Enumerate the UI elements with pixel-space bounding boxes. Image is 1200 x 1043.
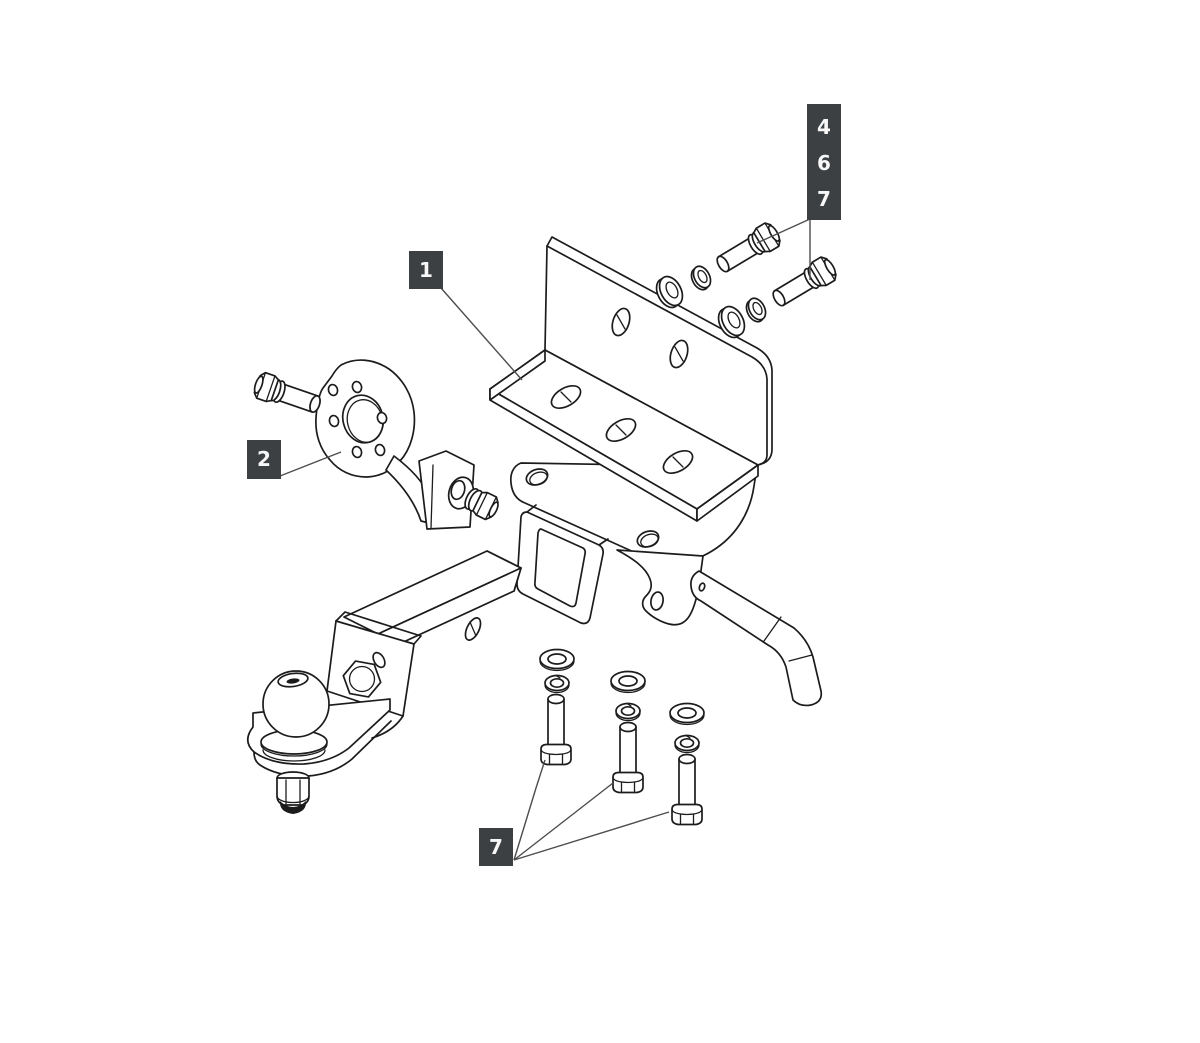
callout-1: 1 [409,251,443,289]
tow-ball [262,670,330,738]
arm-hole [650,591,664,611]
callout-2: 2 [247,440,281,479]
lock-washer [674,734,700,754]
flat-washer [669,702,705,726]
callout-4-6-7: 4 6 7 [807,104,841,220]
leader-line-2 [279,451,342,477]
callout-label: 1 [419,258,433,282]
callout-label: 7 [489,835,503,859]
hitch-pin [690,570,823,707]
flat-washer [655,275,684,309]
flat-washer [539,648,575,672]
hex-bolt [767,253,841,313]
small-hole [351,445,363,459]
callout-label: 2 [257,447,271,471]
small-hole [328,414,340,428]
hex-bolt [711,219,785,279]
leader-line-7a [513,759,546,861]
plate-hole-depth [529,471,548,486]
lock-washer [745,297,767,323]
bracket-plate-thickness [546,236,773,466]
fasteners-bottom [539,648,705,826]
fasteners-top [655,219,841,339]
leader-line-1 [440,287,523,381]
callout-box [409,251,443,289]
callout-label: 7 [817,187,831,211]
receiver-tube-bore [533,528,587,608]
gusset-arm [616,549,704,626]
hex-bolt [612,721,644,794]
callouts: 1 2 4 6 7 7 [247,104,841,866]
small-hole [327,383,339,397]
connector-plate-part-2 [250,359,503,530]
leader-line-7c [513,811,670,861]
callout-box [247,440,281,479]
ball-mount [246,550,522,814]
lock-washer [690,265,712,291]
small-hole [351,380,363,394]
small-hole [374,443,386,457]
flat-washer [717,305,746,339]
bracket-flange-end [696,464,759,522]
leader-line-7b [513,782,614,861]
tab-boss-hole [450,479,466,501]
face-bolt-tip [372,651,386,669]
callout-7: 7 [479,828,513,866]
callout-box [807,104,841,220]
plate-hole-depth [640,533,659,548]
ball-thread-tip [279,801,307,814]
lock-washer [544,674,570,694]
hex-bolt [250,369,325,420]
ball-top-slot [286,678,300,684]
hex-bolt [540,693,572,766]
small-hole [376,411,388,425]
lock-washer [615,702,641,722]
leader-line-467a [756,218,811,244]
flat-washer [610,670,646,694]
callout-label: 6 [817,151,831,175]
pin-slot [464,617,482,641]
callout-box [479,828,513,866]
tube-depth-line [526,504,609,546]
callout-label: 4 [817,115,831,139]
pin-clip-hole [698,582,706,592]
head-bevel [335,611,422,645]
pin-body [690,570,823,707]
hex-bolt [671,753,703,826]
